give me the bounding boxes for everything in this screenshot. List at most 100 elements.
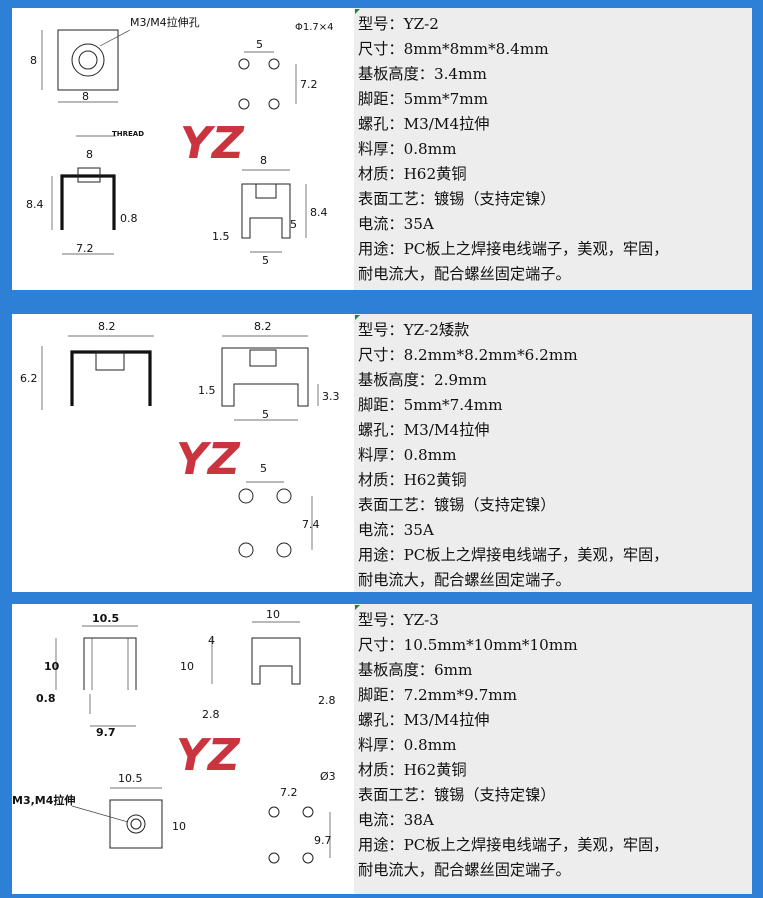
dim-label: 3.3 (322, 390, 340, 403)
dim-label: 5 (290, 218, 297, 231)
spec-current: 电流：35A (358, 521, 434, 539)
dim-label: 10.5 (92, 612, 119, 625)
spec-material: 材质：H62黄铜 (358, 165, 467, 183)
dim-label: 8.4 (310, 206, 328, 219)
dim-label: 8.4 (26, 198, 44, 211)
dim-label: 6.2 (20, 372, 38, 385)
side-view-u (83, 637, 137, 690)
spec-usage: 用途：PC板上之焊接电线端子，美观，牢固， (358, 240, 669, 258)
spec-thickness: 料厚：0.8mm (358, 446, 457, 464)
yz-logo: YZ (176, 434, 241, 485)
spec-thickness: 料厚：0.8mm (358, 736, 457, 754)
side-view-thread (77, 167, 101, 183)
dim-label: 7.2 (280, 786, 298, 799)
dim-label: 10 (266, 608, 280, 621)
spec-pitch: 脚距：7.2mm*9.7mm (358, 686, 518, 704)
spec-panel-yz2: 型号：YZ-2 尺寸：8mm*8mm*8.4mm 基板高度：3.4mm 脚距：5… (354, 8, 752, 290)
spec-size: 尺寸：8.2mm*8.2mm*6.2mm (358, 346, 578, 364)
technical-drawing-yz2: M3/M4拉伸孔 8 8 THREAD 8 8.4 0.8 7.2 YZ Φ1.… (12, 8, 354, 290)
dim-label: 0.8 (36, 692, 56, 705)
yz-logo: YZ (180, 118, 245, 169)
spec-model: 型号：YZ-2 (358, 15, 439, 33)
dim-label: 8.2 (98, 320, 116, 333)
product-row-yz2: M3/M4拉伸孔 8 8 THREAD 8 8.4 0.8 7.2 YZ Φ1.… (12, 8, 752, 290)
dim-label: Ø3 (320, 770, 336, 783)
dim-label: 8 (82, 90, 89, 103)
dim-label: 5 (260, 462, 267, 475)
leader-line (99, 29, 131, 47)
dim-label: 5 (262, 254, 269, 267)
spec-material: 材质：H62黄铜 (358, 761, 467, 779)
dim-label: 7.2 (76, 242, 94, 255)
front-view-outline (251, 637, 301, 685)
dim-label: 2.8 (202, 708, 220, 721)
spec-screw-hole: 螺孔：M3/M4拉伸 (358, 711, 490, 729)
dim-label: 1.5 (198, 384, 216, 397)
spec-current: 电流：35A (358, 215, 434, 233)
technical-drawing-yz3: 10.5 10 0.8 9.7 10 4 10 2.8 2.8 YZ M3,M4… (12, 604, 354, 894)
spec-base-height: 基板高度：6mm (358, 661, 473, 679)
front-view-outline (221, 347, 309, 407)
corner-marker (355, 315, 360, 320)
yz-logo: YZ (176, 730, 241, 781)
dim-label: 10 (44, 660, 60, 673)
spec-panel-yz2-low: 型号：YZ-2矮款 尺寸：8.2mm*8.2mm*6.2mm 基板高度：2.9m… (354, 314, 752, 592)
phi-label: Φ1.7×4 (295, 22, 334, 33)
dim-label: 10 (172, 820, 186, 833)
spec-base-height: 基板高度：3.4mm (358, 65, 487, 83)
spec-material: 材质：H62黄铜 (358, 471, 467, 489)
spec-pitch: 脚距：5mm*7mm (358, 90, 489, 108)
dim-label: 8 (30, 54, 37, 67)
spec-pitch: 脚距：5mm*7.4mm (358, 396, 503, 414)
spec-size: 尺寸：10.5mm*10mm*10mm (358, 636, 578, 654)
spec-panel-yz3: 型号：YZ-3 尺寸：10.5mm*10mm*10mm 基板高度：6mm 脚距：… (354, 604, 752, 894)
spec-usage-cont: 耐电流大，配合螺丝固定端子。 (358, 861, 571, 879)
dim-label: 2.8 (318, 694, 336, 707)
dim-label: 7.4 (302, 518, 320, 531)
thread-label: THREAD (112, 130, 144, 138)
hole-note-label: M3,M4拉伸 (12, 793, 75, 807)
dim-label: 8 (260, 154, 267, 167)
spec-thickness: 料厚：0.8mm (358, 140, 457, 158)
top-view-outline (57, 29, 119, 91)
corner-marker (355, 9, 360, 14)
top-view-outline (109, 799, 163, 849)
dim-label: 7.2 (300, 78, 318, 91)
dim-label: 0.8 (120, 212, 138, 225)
dim-label: 5 (262, 408, 269, 421)
dim-label: 8 (86, 148, 93, 161)
spec-current: 电流：38A (358, 811, 434, 829)
side-view-u (60, 174, 116, 230)
dim-label: 10.5 (118, 772, 143, 785)
technical-drawing-yz2-low: 8.2 6.2 8.2 1.5 3.3 5 YZ 5 7.4 (12, 314, 354, 592)
spec-size: 尺寸：8mm*8mm*8.4mm (358, 40, 549, 58)
spec-model: 型号：YZ-2矮款 (358, 321, 470, 339)
dim-label: 1.5 (212, 230, 230, 243)
drawing-svg-yz2-low: 8.2 6.2 8.2 1.5 3.3 5 YZ 5 7.4 (20, 320, 340, 558)
spec-model: 型号：YZ-3 (358, 611, 439, 629)
drawing-svg-yz2: M3/M4拉伸孔 8 8 THREAD 8 8.4 0.8 7.2 YZ Φ1.… (26, 15, 334, 267)
product-row-yz2-low: 8.2 6.2 8.2 1.5 3.3 5 YZ 5 7.4 (12, 314, 752, 592)
spec-surface: 表面工艺：镀锡（支持定镍） (358, 786, 556, 804)
dim-label: 4 (208, 634, 215, 647)
spec-surface: 表面工艺：镀锡（支持定镍） (358, 190, 556, 208)
spec-usage: 用途：PC板上之焊接电线端子，美观，牢固， (358, 546, 669, 564)
spec-surface: 表面工艺：镀锡（支持定镍） (358, 496, 556, 514)
spec-screw-hole: 螺孔：M3/M4拉伸 (358, 421, 490, 439)
hole-note-label: M3/M4拉伸孔 (130, 15, 200, 29)
front-view-outline (241, 183, 291, 239)
drawing-svg-yz3: 10.5 10 0.8 9.7 10 4 10 2.8 2.8 YZ M3,M4… (12, 608, 336, 864)
dim-label: 8.2 (254, 320, 272, 333)
top-view-hole-outer (71, 43, 105, 77)
spec-usage: 用途：PC板上之焊接电线端子，美观，牢固， (358, 836, 669, 854)
top-view-hole-inner (78, 50, 98, 70)
spec-usage-cont: 耐电流大，配合螺丝固定端子。 (358, 265, 571, 283)
spec-usage-cont: 耐电流大，配合螺丝固定端子。 (358, 571, 571, 589)
dim-label: 5 (256, 38, 263, 51)
spec-base-height: 基板高度：2.9mm (358, 371, 487, 389)
corner-marker (355, 605, 360, 610)
side-view-u (70, 350, 152, 406)
spec-screw-hole: 螺孔：M3/M4拉伸 (358, 115, 490, 133)
dim-label: 9.7 (96, 726, 116, 739)
dim-label: 10 (180, 660, 194, 673)
